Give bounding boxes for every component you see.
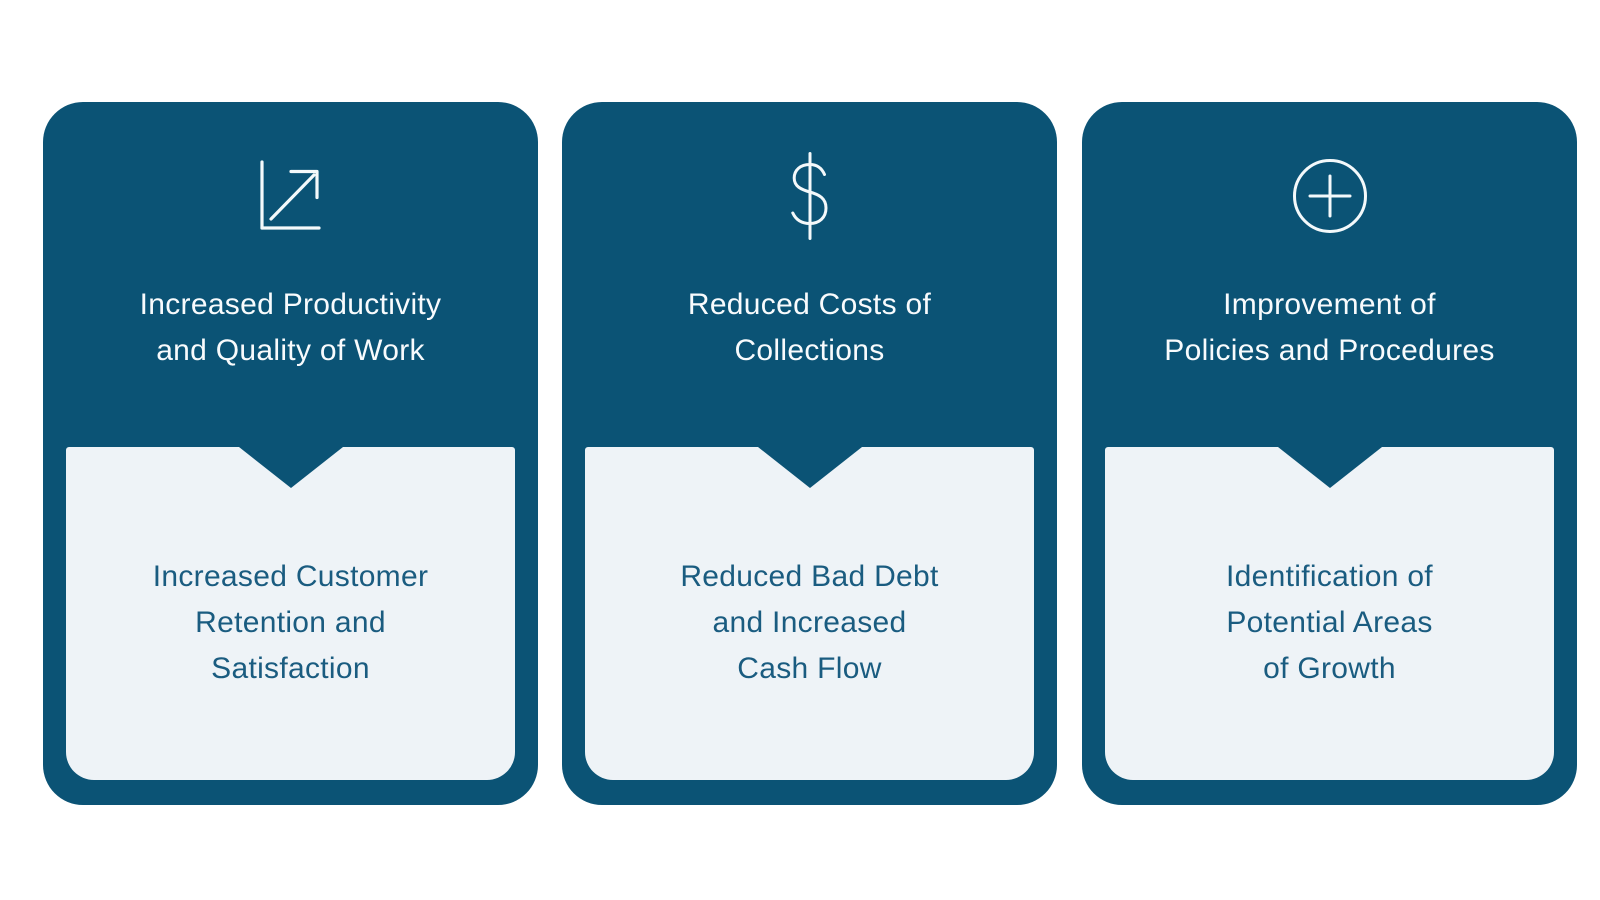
card-body: Increased Customer Retention and Satisfa… [66,447,515,780]
card-body-text: Identification of Potential Areas of Gro… [1226,559,1433,685]
card-body-text: Increased Customer Retention and Satisfa… [152,559,429,685]
trend-up-chart-icon [259,150,323,242]
dollar-sign-icon-svg [790,152,828,240]
card-header: Increased Productivity and Quality of Wo… [43,102,538,447]
dollar-sign-icon [788,150,832,242]
card-body-text: Reduced Bad Debt and Increased Cash Flow [680,559,939,685]
notch-pointer [238,447,343,488]
plus-circle-icon-svg [1292,159,1367,233]
card-header: Reduced Costs of Collections [562,102,1057,447]
card-header: Improvement of Policies and Procedures [1082,102,1577,447]
notch-pointer [757,447,862,488]
notch-pointer [1277,447,1382,488]
card-title: Increased Productivity and Quality of Wo… [139,288,442,367]
card-policies: Improvement of Policies and Procedures I… [1082,102,1577,805]
card-productivity: Increased Productivity and Quality of Wo… [43,102,538,805]
plus-circle-icon [1292,150,1368,242]
card-title: Reduced Costs of Collections [687,288,932,367]
card-body: Reduced Bad Debt and Increased Cash Flow [585,447,1034,780]
card-body: Identification of Potential Areas of Gro… [1105,447,1554,780]
card-title: Improvement of Policies and Procedures [1164,288,1495,367]
card-collections: Reduced Costs of Collections Reduced Bad… [562,102,1057,805]
trend-up-chart-icon-svg [259,160,321,230]
